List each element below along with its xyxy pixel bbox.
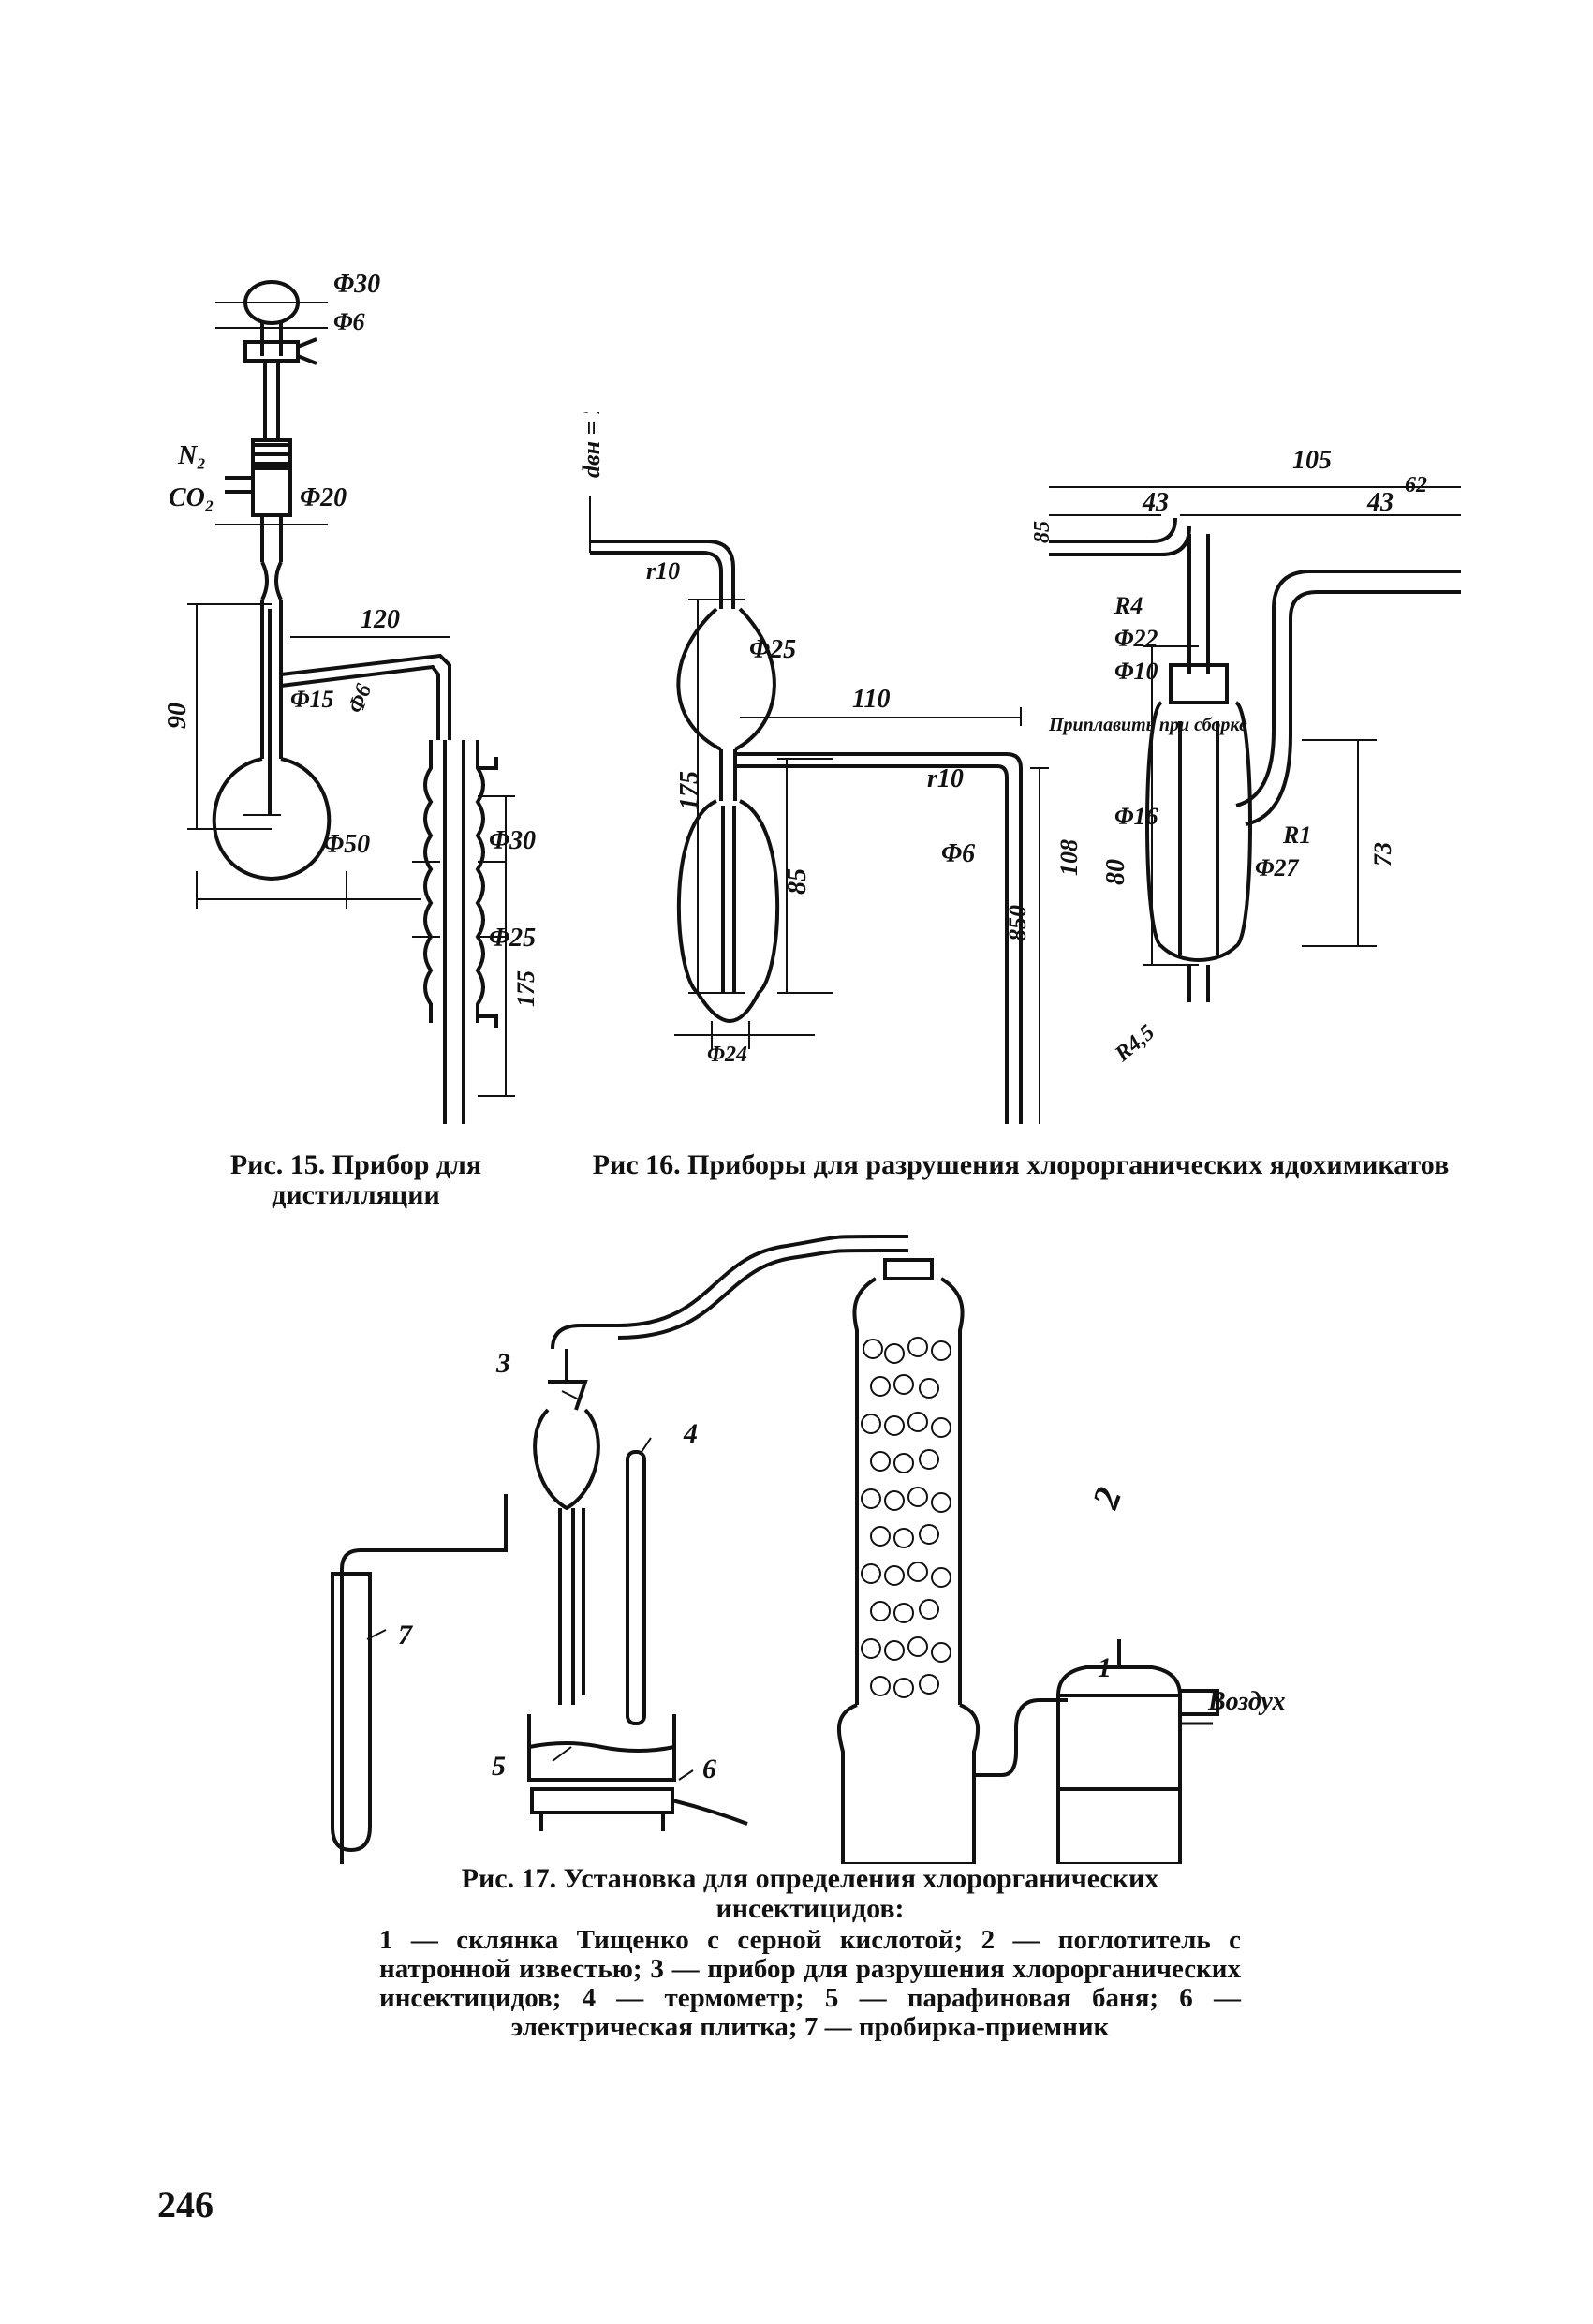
fig17-label-air: Воздух	[1207, 1687, 1285, 1716]
fig15-label-co2: CO₂	[169, 483, 214, 512]
fig16-dim-108: 108	[1055, 839, 1083, 876]
figure-17-caption-legend: 1 — склянка Тищенко с серной кислотой; 2…	[379, 1925, 1241, 2042]
fig16-dim-r10a: r10	[646, 557, 680, 585]
fig16-note-fuse: Приплавить при сборке	[1048, 715, 1247, 735]
fig15-dim-d25: Φ25	[489, 924, 536, 953]
fig15-dim-d15: Φ15	[290, 686, 334, 713]
fig15-dim-120: 120	[361, 605, 400, 634]
fig17-label-5: 5	[492, 1751, 506, 1782]
figure-17-drawing: 1 2 3 4 5 6 7 Воздух	[331, 1235, 1285, 1864]
figure-17-insecticide-setup: 1 2 3 4 5 6 7 Воздух	[318, 1227, 1349, 1864]
fig16-dim-62: 62	[1405, 473, 1427, 497]
fig15-dim-d20: Φ20	[300, 483, 347, 512]
fig16-dim-110: 110	[852, 685, 890, 714]
figure-17-caption: Рис. 17. Установка для определения хлоро…	[379, 1864, 1241, 2042]
fig17-label-6: 6	[702, 1754, 716, 1784]
fig16-dim-85: 85	[783, 868, 812, 895]
fig16-dim-d24: Φ24	[707, 1043, 747, 1067]
figure-16-caption: Рис 16. Приборы для разрушения хлорорган…	[592, 1149, 1450, 1180]
fig17-label-4: 4	[683, 1418, 698, 1449]
fig16-dim-d6: Φ6	[941, 839, 975, 868]
figure-15-drawing: Φ30 Φ6 N₂ CO₂ Φ20 120 90 Φ15 Φ6 Φ50 Φ30 …	[163, 270, 539, 1124]
fig16-dim-73: 73	[1369, 842, 1396, 866]
fig16-dim-80: 80	[1101, 859, 1130, 885]
fig15-label-n2: N₂	[177, 441, 206, 470]
fig16-dim-d10: Φ10	[1114, 658, 1158, 685]
fig15-dim-d6: Φ6	[333, 308, 365, 335]
fig16-dim-175: 175	[675, 771, 704, 810]
figure-16-destruction-apparatus: dвн = 7 r10 Φ25 110 r10 175 85 Φ6 850 10…	[562, 412, 1461, 1124]
fig15-dim-d30: Φ30	[333, 270, 380, 299]
page-number: 246	[157, 2183, 214, 2226]
fig16-dim-r45: R4,5	[1110, 1020, 1159, 1067]
fig15-dim-d50: Φ50	[323, 830, 370, 859]
fig15-dim-90: 90	[163, 703, 192, 729]
figure-17-caption-title: Рис. 17. Установка для определения хлоро…	[461, 1863, 1159, 1924]
fig16-dim-r1: R1	[1282, 822, 1311, 849]
fig16-dim-d16: Φ16	[1114, 803, 1158, 830]
fig17-label-2: 2	[1084, 1482, 1129, 1515]
fig15-dim-175: 175	[512, 970, 539, 1007]
fig16-dim-d22: Φ22	[1114, 625, 1158, 652]
fig16-dim-105: 105	[1292, 446, 1332, 475]
fig16-dim-dvn: dвн = 7	[578, 412, 605, 478]
fig16-dim-r10b: r10	[927, 764, 964, 793]
fig16-dim-850: 850	[1004, 905, 1031, 941]
figure-16-drawing: dвн = 7 r10 Φ25 110 r10 175 85 Φ6 850 10…	[578, 412, 1461, 1124]
fig16-dim-43b: 43	[1366, 488, 1394, 517]
fig16-dim-43a: 43	[1142, 488, 1169, 517]
figure-15-caption: Рис. 15. Прибор для дистилляции	[229, 1149, 482, 1210]
fig15-dim-d6b: Φ6	[344, 681, 376, 717]
fig17-label-1: 1	[1098, 1652, 1112, 1683]
fig17-label-7: 7	[398, 1620, 413, 1650]
fig16-dim-d25: Φ25	[749, 635, 796, 664]
fig16-dim-d27: Φ27	[1255, 854, 1300, 881]
fig15-dim-d30b: Φ30	[489, 826, 536, 855]
fig16-dim-r4: R4	[1114, 592, 1143, 619]
fig17-label-3: 3	[495, 1348, 510, 1379]
figure-15-distillation-apparatus: Φ30 Φ6 N₂ CO₂ Φ20 120 90 Φ15 Φ6 Φ50 Φ30 …	[159, 253, 590, 1124]
fig16-dim-85b: 85	[1030, 521, 1055, 543]
